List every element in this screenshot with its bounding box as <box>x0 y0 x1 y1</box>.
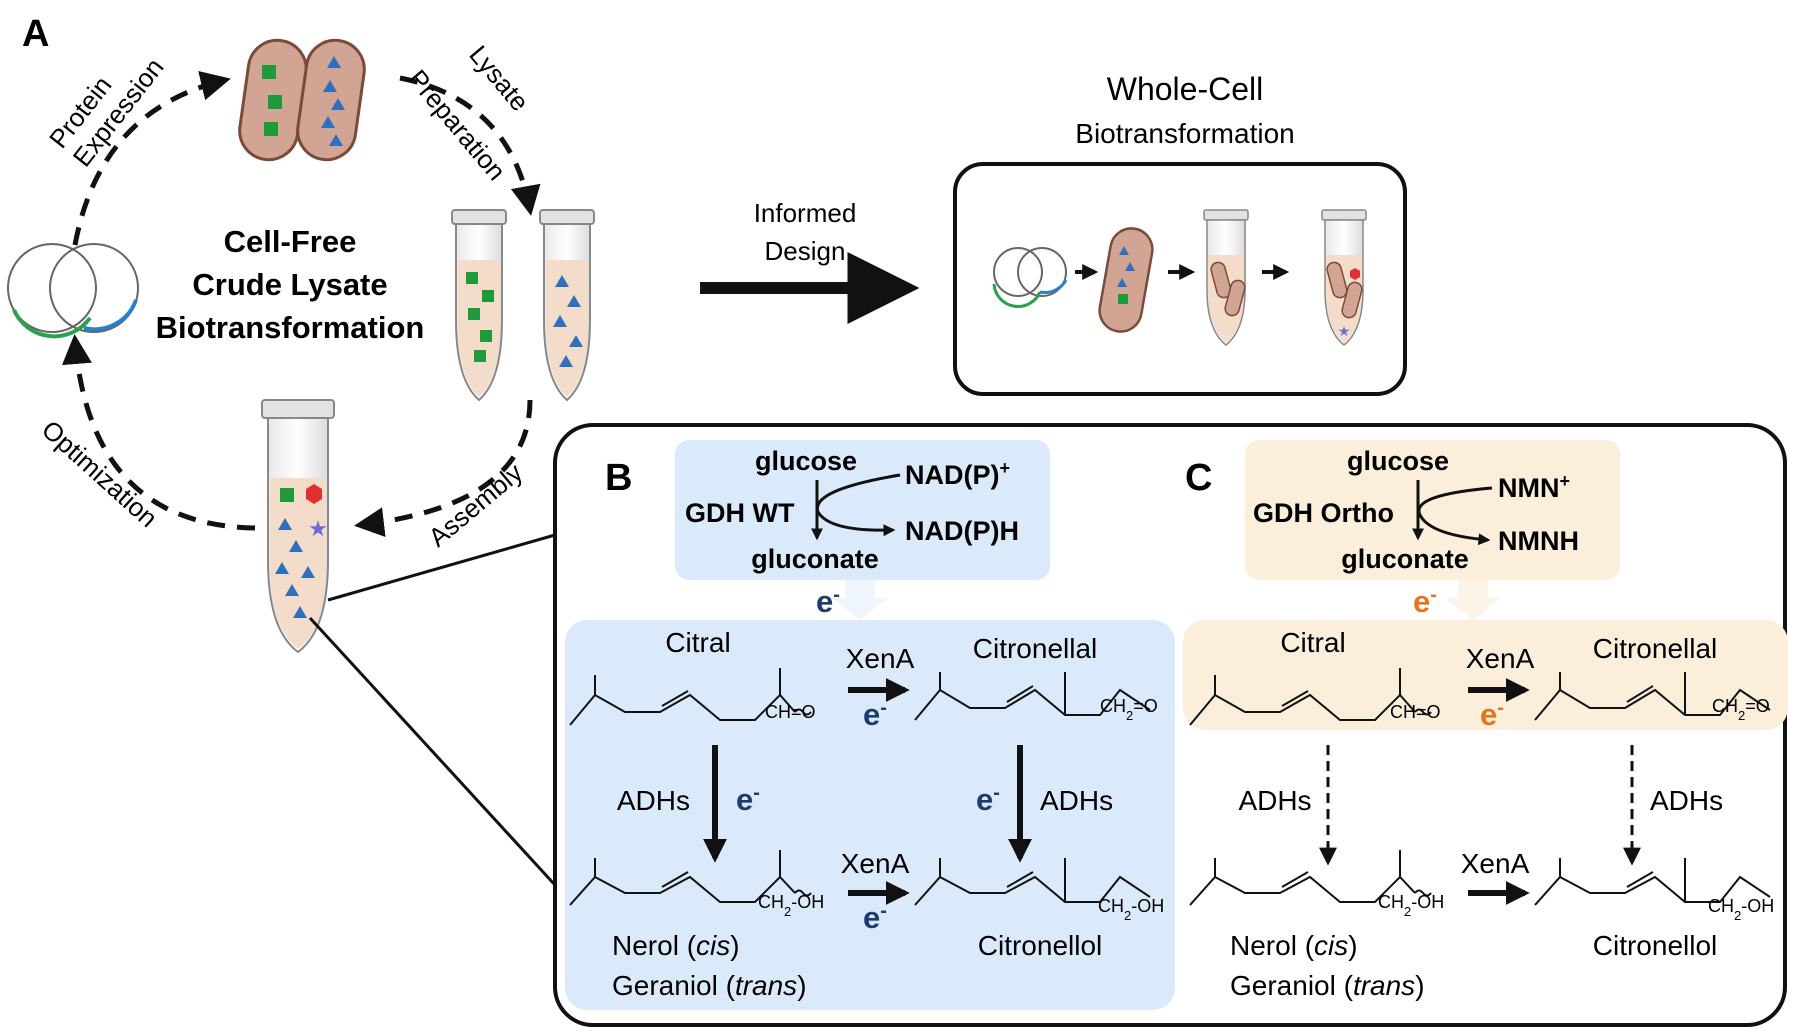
svg-text:e-: e- <box>736 782 760 817</box>
c-citral-label: Citral <box>1280 627 1345 658</box>
svg-text:NAD(P)+: NAD(P)+ <box>905 458 1010 490</box>
panel-c-cofactor: glucose GDH Ortho gluconate NMN+ NMNH <box>1253 446 1579 574</box>
panel-a-label: A <box>22 13 49 55</box>
cycle-arrows <box>61 71 541 538</box>
svg-text:Nerol (cis): Nerol (cis) <box>612 930 740 961</box>
svg-text:Informed: Informed <box>754 198 857 228</box>
svg-text:glucose: glucose <box>1347 446 1449 476</box>
c-citronellal-structure <box>1534 688 1771 721</box>
svg-text:CH=O: CH=O <box>1390 702 1441 722</box>
panel-c-pathway-box <box>1183 620 1788 730</box>
b-nerol-structure <box>569 875 796 906</box>
cell-blue <box>296 38 366 162</box>
svg-text:Cell-Free: Cell-Free <box>224 224 357 259</box>
panel-b-cofactor: glucose GDH WT gluconate NAD(P)+ NAD(P)H <box>685 446 1019 574</box>
b-citronellol-structure <box>914 875 1151 906</box>
svg-text:CH2=O: CH2=O <box>1712 696 1770 723</box>
label-optimization: Optimization <box>36 414 163 533</box>
svg-text:Geraniol (trans): Geraniol (trans) <box>612 970 807 1001</box>
svg-text:Citronellol: Citronellol <box>978 930 1103 961</box>
svg-text:e-: e- <box>1480 697 1504 732</box>
svg-text:Geraniol (trans): Geraniol (trans) <box>1230 970 1425 1001</box>
svg-text:ADHs: ADHs <box>1040 785 1113 816</box>
svg-text:NMN+: NMN+ <box>1498 471 1570 503</box>
b-citronellal-label: Citronellal <box>973 633 1098 664</box>
panel-c-label: C <box>1185 457 1212 499</box>
b-citral-label: Citral <box>665 627 730 658</box>
panel-b-label: B <box>605 457 632 499</box>
svg-text:XenA: XenA <box>1466 643 1535 674</box>
whole-cell-title: Whole-Cell <box>1107 71 1263 107</box>
svg-text:Crude Lysate: Crude Lysate <box>192 267 387 302</box>
label-protein-expression: Protein Expression <box>43 52 169 172</box>
panel-b-cofactor-box <box>675 440 1050 580</box>
panel-b-pathway: Citral Citronellal CH=O XenA e- CH2=O AD… <box>569 627 1164 1001</box>
b-citronellal-structure <box>914 688 1151 721</box>
label-assembly: Assembly <box>423 457 529 552</box>
arc-lysate <box>399 75 541 216</box>
svg-text:★: ★ <box>1338 323 1351 339</box>
svg-text:★: ★ <box>308 516 328 541</box>
svg-text:CH2=O: CH2=O <box>1100 696 1158 723</box>
label-lysate-preparation: Lysate <box>463 40 535 117</box>
svg-text:GDH Ortho: GDH Ortho <box>1253 498 1394 528</box>
c-citronellal-label: Citronellal <box>1593 633 1718 664</box>
zoom-line-bottom <box>308 616 557 887</box>
svg-text:Design: Design <box>765 236 846 266</box>
svg-text:e-: e- <box>863 900 887 935</box>
svg-text:Nerol (cis): Nerol (cis) <box>1230 930 1358 961</box>
svg-text:CH2-OH: CH2-OH <box>1708 896 1774 923</box>
panel-b-electron: e- <box>816 584 840 619</box>
plasmid-icon <box>7 243 139 339</box>
lysate-tube-blue <box>539 209 595 402</box>
svg-text:CH2-OH: CH2-OH <box>1098 896 1164 923</box>
c-citronellol-structure <box>1534 875 1771 906</box>
arc-optimization <box>61 334 256 531</box>
arc-assembly <box>354 399 533 538</box>
svg-text:CH=O: CH=O <box>765 702 816 722</box>
arc-expression <box>72 71 231 246</box>
informed-design-label: Informed Design <box>754 198 857 266</box>
whole-cell-subtitle: Biotransformation <box>1075 118 1294 149</box>
svg-text:Citronellol: Citronellol <box>1593 930 1718 961</box>
center-title: Cell-Free Crude Lysate Biotransformation <box>156 224 425 345</box>
panel-c-down-arrow <box>1445 580 1501 620</box>
lysate-tube-green <box>451 209 507 402</box>
svg-text:Lysate: Lysate <box>463 40 535 117</box>
assembled-tube: ★ <box>261 399 335 654</box>
svg-text:GDH WT: GDH WT <box>685 498 795 528</box>
whole-cell-workflow: ★ <box>992 209 1367 346</box>
svg-text:gluconate: gluconate <box>751 544 879 574</box>
bacteria-cells <box>238 38 366 162</box>
b-citral-structure <box>569 693 796 726</box>
svg-text:NMNH: NMNH <box>1498 526 1579 556</box>
zoom-line-top <box>327 533 556 602</box>
svg-text:ADHs: ADHs <box>1650 785 1723 816</box>
svg-text:ADHs: ADHs <box>617 785 690 816</box>
panel-c-cofactor-box <box>1245 440 1620 580</box>
c-citral-structure <box>1189 693 1416 726</box>
c-nerol-structure <box>1189 875 1416 906</box>
svg-text:CH2-OH: CH2-OH <box>1378 892 1444 919</box>
svg-text:ADHs: ADHs <box>1238 785 1311 816</box>
svg-text:NAD(P)H: NAD(P)H <box>905 516 1019 546</box>
svg-text:Biotransformation: Biotransformation <box>156 310 425 345</box>
panel-b-down-arrow <box>832 580 888 620</box>
svg-text:XenA: XenA <box>841 848 910 879</box>
svg-text:CH2-OH: CH2-OH <box>758 892 824 919</box>
svg-text:glucose: glucose <box>755 446 857 476</box>
svg-text:XenA: XenA <box>1461 848 1530 879</box>
svg-text:XenA: XenA <box>846 643 915 674</box>
panel-c-pathway: Citral Citronellal CH=O XenA e- CH2=O AD… <box>1189 627 1774 1001</box>
svg-text:gluconate: gluconate <box>1341 544 1469 574</box>
panel-c-electron: e- <box>1413 584 1437 619</box>
svg-text:e-: e- <box>863 697 887 732</box>
svg-text:e-: e- <box>976 782 1000 817</box>
